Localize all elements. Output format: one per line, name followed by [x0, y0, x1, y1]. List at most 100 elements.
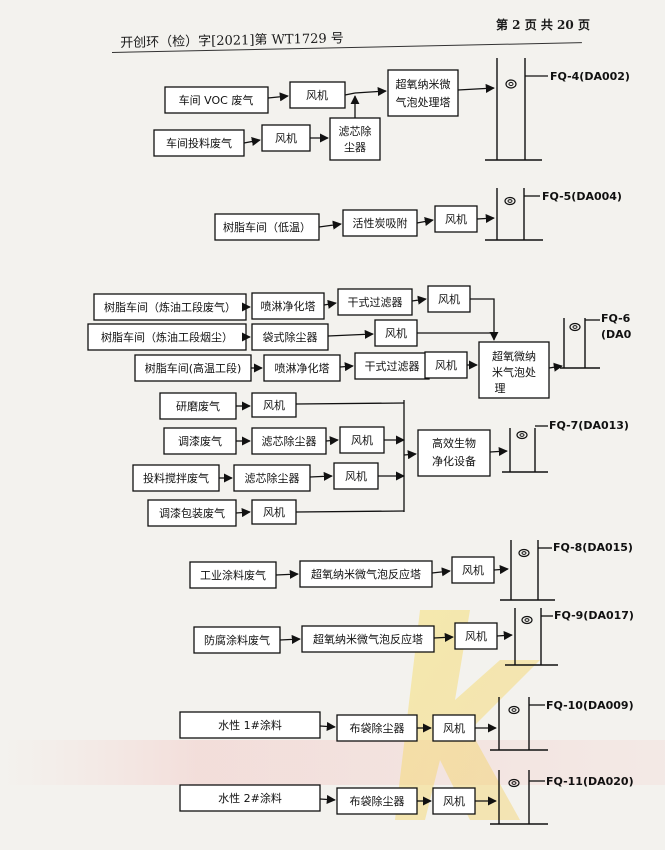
b4-fan1-box	[251, 392, 297, 418]
b2-fan-label: 风机	[445, 212, 467, 226]
b3-tower-label-1: 超氧微纳	[492, 349, 536, 363]
b1-src2-label: 车间投料废气	[166, 136, 232, 150]
b5-src-label: 工业涂料废气	[200, 568, 266, 582]
outlet-fq6-label-1: FQ-6	[601, 312, 631, 325]
b5-tower-box	[299, 560, 433, 588]
b8-bag-box	[336, 787, 418, 815]
b3-spray1-box	[251, 292, 325, 320]
b7-bag-label: 布袋除尘器	[350, 721, 405, 735]
b8-src-box	[179, 784, 321, 812]
b2-src-box	[214, 213, 320, 241]
outlet-fq8-label: FQ-8(DA015)	[553, 541, 633, 554]
b2-src-label: 树脂车间（低温）	[223, 220, 311, 234]
b1-fan2-label: 风机	[275, 131, 297, 145]
b2-carbon-box	[342, 209, 418, 237]
b4-src2-label: 调漆废气	[178, 434, 222, 448]
b3-fan3-label: 风机	[435, 358, 457, 372]
b3-src1-box	[93, 293, 247, 321]
b4-filter3-box	[233, 464, 311, 492]
b1-src1-box	[164, 86, 269, 114]
b3-fan1-box	[427, 285, 471, 313]
b3-spray2-box	[263, 354, 341, 382]
b4-fan4-box	[251, 499, 297, 525]
outlet-fq10-label: FQ-10(DA009)	[546, 699, 634, 712]
outlet-fq9-label: FQ-9(DA017)	[554, 609, 634, 622]
b1-tower-label-1: 超氧纳米微	[396, 77, 451, 91]
b3-spray2-label: 喷淋净化塔	[275, 361, 330, 375]
b3-dry1-label: 干式过滤器	[348, 296, 403, 309]
b6-src-label: 防腐涂料废气	[204, 633, 270, 647]
b4-filter2-label: 滤芯除尘器	[262, 434, 317, 448]
b3-src2-box	[87, 323, 247, 351]
b6-fan-label: 风机	[465, 629, 487, 643]
outlet-fq4-label: FQ-4(DA002)	[550, 70, 630, 83]
b8-fan-label: 风机	[443, 794, 465, 808]
b6-fan-box	[454, 622, 498, 650]
b4-src4-box	[147, 499, 237, 527]
b4-src3-label: 投料搅拌废气	[143, 471, 209, 485]
b3-src3-label: 树脂车间(高温工段)	[145, 361, 242, 375]
outlet-fq5-label: FQ-5(DA004)	[542, 190, 622, 203]
b3-bag-label: 袋式除尘器	[263, 330, 318, 344]
b4-src4-label: 调漆包装废气	[159, 506, 225, 520]
b4-filter2-box	[251, 427, 327, 455]
b1-filter-label-1: 滤芯除	[339, 124, 372, 138]
flow-block-fq5: 树脂车间（低温） 活性炭吸附 风机 FQ-5(DA004)	[214, 188, 622, 241]
b5-fan-box	[451, 556, 495, 584]
flow-block-fq8: 工业涂料废气 超氧纳米微气泡反应塔 风机 FQ-8(DA015)	[189, 540, 633, 601]
b6-src-box	[193, 626, 281, 654]
flow-block-fq4: 车间 VOC 废气 风机 车间投料废气 风机 滤芯除 尘器 超氧纳米微 气泡处理…	[153, 58, 630, 161]
b7-fan-label: 风机	[443, 721, 465, 735]
b3-fan3-box	[424, 351, 468, 379]
b4-src2-box	[163, 427, 237, 455]
b7-src-label: 水性 1#涂料	[218, 718, 282, 732]
b3-src2-label: 树脂车间（炼油工段烟尘）	[101, 330, 233, 344]
b3-src1-label: 树脂车间（炼油工段废气）	[104, 300, 236, 314]
b1-src1-label: 车间 VOC 废气	[179, 93, 254, 107]
b4-fan3-box	[333, 462, 379, 490]
b3-tower-box	[478, 341, 550, 399]
b5-fan-label: 风机	[462, 563, 484, 577]
b8-src-label: 水性 2#涂料	[218, 791, 282, 805]
b3-tower-label-2: 米气泡处	[492, 365, 536, 379]
b3-fan1-label: 风机	[438, 292, 460, 306]
b1-tower-box	[387, 69, 459, 117]
b4-fan3-label: 风机	[345, 469, 367, 483]
b4-filter3-label: 滤芯除尘器	[245, 471, 300, 485]
b4-src1-label: 研磨废气	[176, 399, 220, 413]
outlet-fq7-label: FQ-7(DA013)	[549, 419, 629, 432]
b7-bag-box	[336, 714, 418, 742]
b1-filter-label-2: 尘器	[344, 141, 366, 154]
b6-tower-box	[301, 625, 435, 653]
b3-dry2-box	[354, 352, 430, 380]
b3-bag-box	[251, 323, 329, 351]
b3-tower-label-3: 理	[495, 382, 506, 395]
b1-fan2-box	[261, 124, 311, 152]
b3-src3-box	[134, 354, 252, 382]
b3-dry1-box	[337, 288, 413, 316]
b4-bio-label-2: 净化设备	[432, 454, 476, 468]
b4-src3-box	[132, 464, 220, 492]
b3-spray1-label: 喷淋净化塔	[261, 299, 316, 313]
b3-fan2-box	[374, 319, 418, 347]
flow-block-fq11: 水性 2#涂料 布袋除尘器 风机 FQ-11(DA020)	[179, 770, 634, 825]
flow-block-fq10: 水性 1#涂料 布袋除尘器 风机 FQ-10(DA009)	[179, 697, 634, 751]
b4-bio-box	[417, 429, 491, 477]
b8-bag-label: 布袋除尘器	[350, 794, 405, 808]
b1-filter-box	[329, 117, 381, 161]
b4-fan4-label: 风机	[263, 505, 285, 519]
b2-carbon-label: 活性炭吸附	[353, 216, 408, 230]
flow-block-fq6: 树脂车间（炼油工段废气） 喷淋净化塔 干式过滤器 风机 树脂车间（炼油工段烟尘）…	[87, 285, 632, 399]
flow-block-fq7: 研磨废气 风机 调漆废气 滤芯除尘器 风机 投料搅拌废气 滤芯除尘器 风机 调漆…	[132, 392, 629, 527]
b5-tower-label: 超氧纳米微气泡反应塔	[311, 567, 421, 581]
b4-fan1-label: 风机	[263, 398, 285, 412]
b1-fan1-label: 风机	[306, 88, 328, 102]
outlet-fq6-label-2: (DA0	[601, 328, 632, 341]
b4-bio-label-1: 高效生物	[432, 436, 476, 450]
b3-dry2-label: 干式过滤器	[365, 360, 420, 373]
b7-src-box	[179, 711, 321, 739]
page-number: 第 2 页 共 20 页	[496, 18, 590, 32]
b4-src1-box	[159, 392, 237, 420]
